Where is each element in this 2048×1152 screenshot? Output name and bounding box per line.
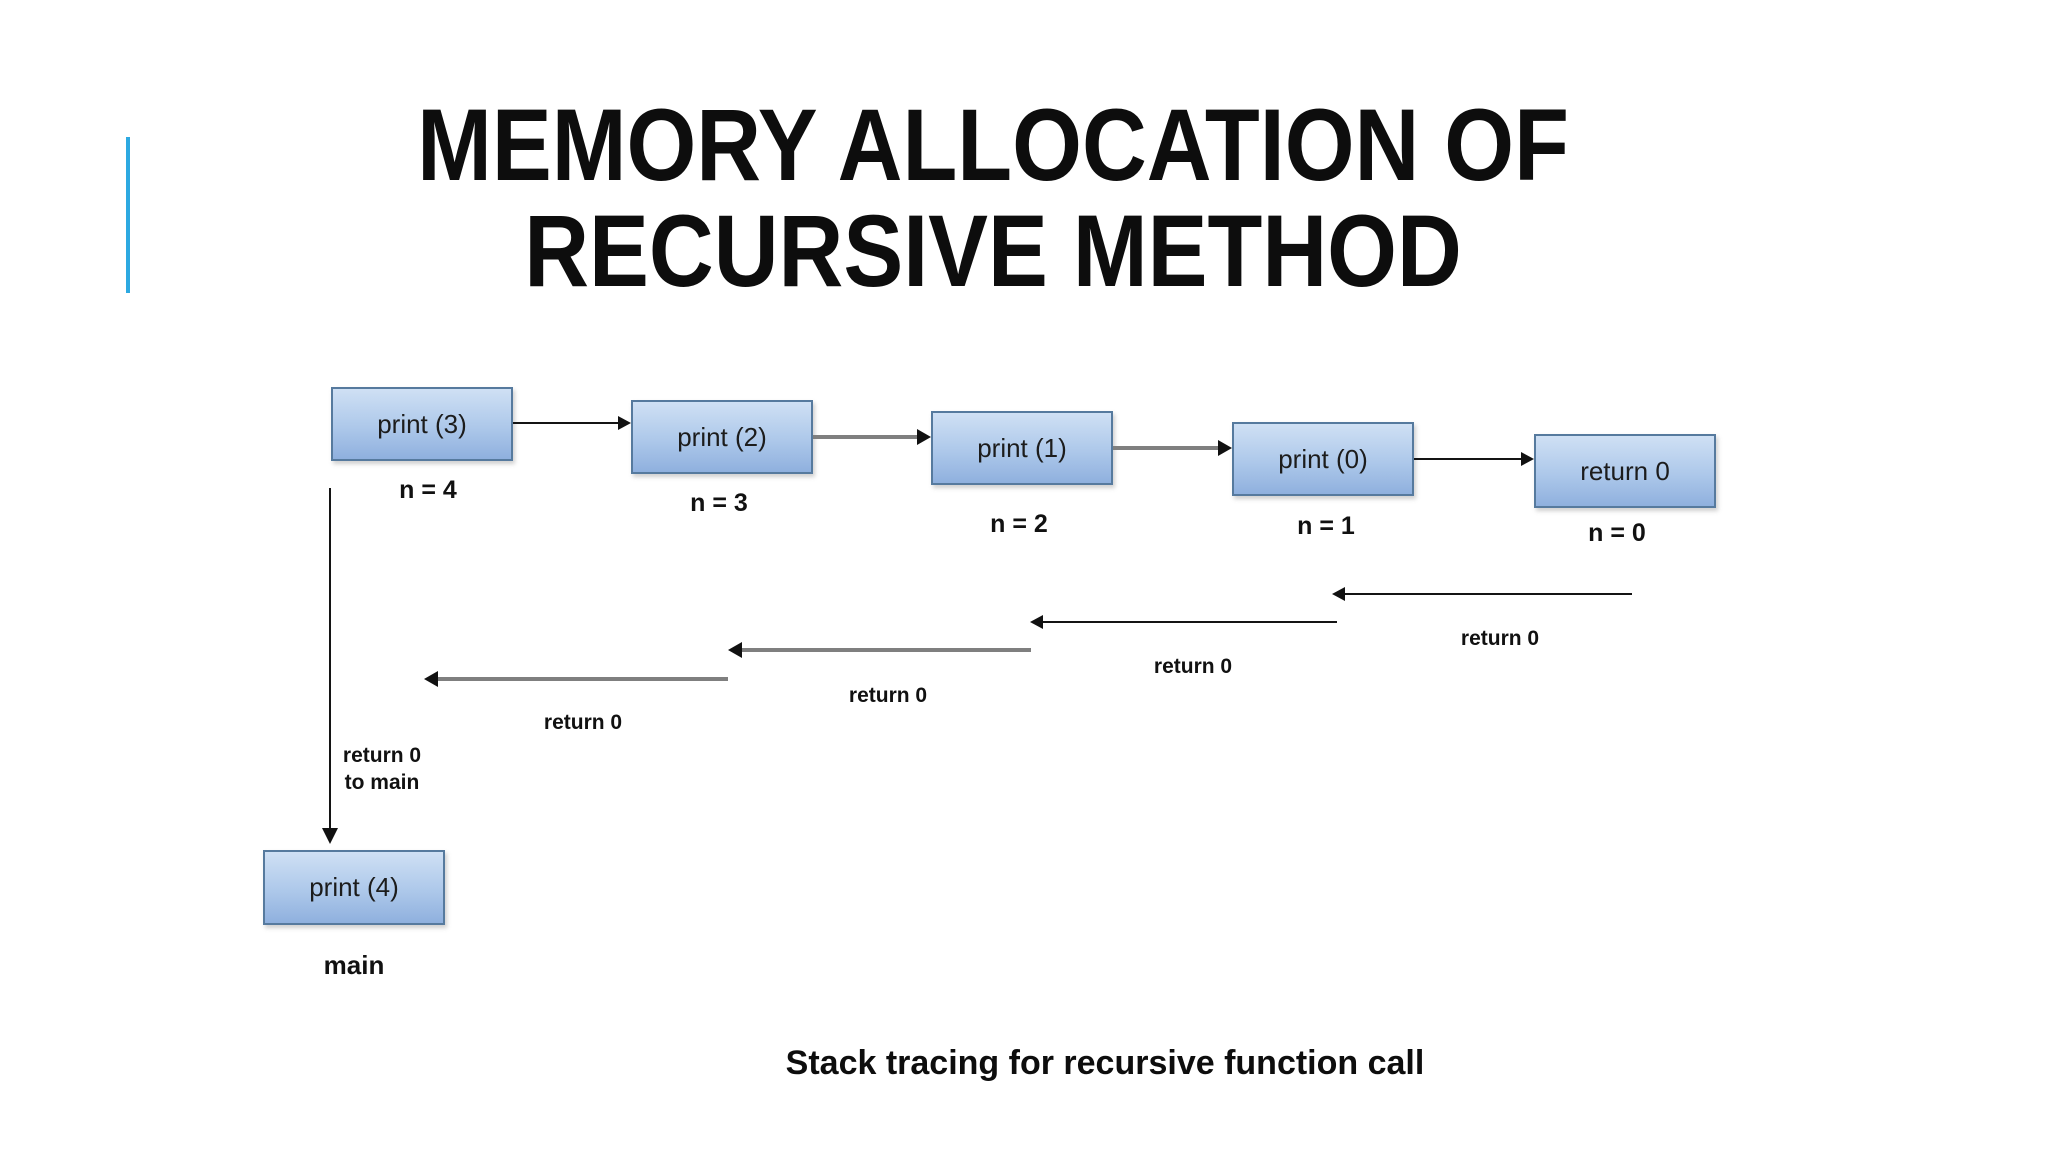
call-box-label: print (0) xyxy=(1278,443,1368,474)
main-label: main xyxy=(323,950,385,980)
return-label-4: return 0 xyxy=(543,711,623,734)
call-box-label: return 0 xyxy=(1580,455,1670,486)
call-box-label: print (1) xyxy=(977,432,1067,463)
title-line-1: MEMORY ALLOCATION OF xyxy=(417,88,1569,202)
n-label-0: n = 0 xyxy=(1588,519,1646,547)
slide-title: MEMORY ALLOCATION OF RECURSIVE METHOD xyxy=(119,92,1867,304)
call-box-return-0: return 0 xyxy=(1534,434,1716,508)
return-label-3: return 0 xyxy=(848,684,928,707)
call-box-label: print (3) xyxy=(377,408,467,439)
return-to-main-line-2: to main xyxy=(344,771,420,794)
return-label-2: return 0 xyxy=(1153,655,1233,678)
call-box-print-1: print (1) xyxy=(931,411,1113,485)
main-box-print-4: print (4) xyxy=(263,850,445,925)
call-box-print-0: print (0) xyxy=(1232,422,1414,496)
accent-bar xyxy=(126,137,130,293)
call-box-print-3: print (3) xyxy=(331,387,513,461)
call-box-print-2: print (2) xyxy=(631,400,813,474)
title-line-2: RECURSIVE METHOD xyxy=(524,194,1462,309)
main-box-label: print (4) xyxy=(309,872,399,902)
n-label-3: n = 3 xyxy=(690,489,748,517)
n-label-1: n = 1 xyxy=(1297,512,1355,540)
n-label-4: n = 4 xyxy=(399,476,457,504)
n-label-2: n = 2 xyxy=(990,510,1048,538)
return-to-main-label: return 0 to main xyxy=(302,742,462,796)
caption: Stack tracing for recursive function cal… xyxy=(785,1044,1425,1082)
return-label-1: return 0 xyxy=(1460,627,1540,650)
call-box-label: print (2) xyxy=(677,421,767,452)
return-to-main-line-1: return 0 xyxy=(342,744,422,767)
